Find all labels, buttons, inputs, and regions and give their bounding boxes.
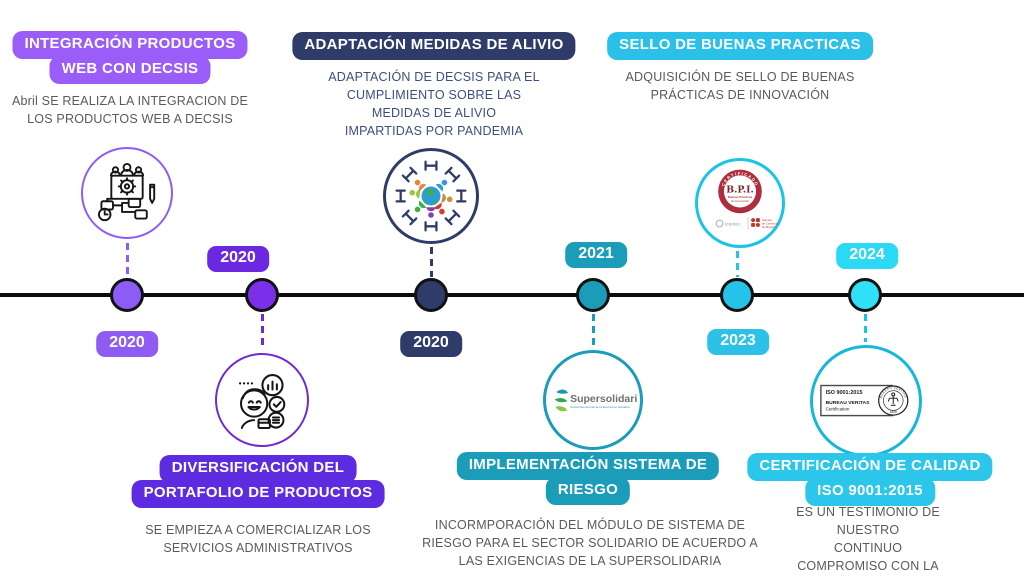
milestone-description-riesgo: INCORMPORACIÓN DEL MÓDULO DE SISTEMA DE … bbox=[422, 518, 758, 569]
year-badge-2020-c: 2020 bbox=[400, 331, 462, 357]
timeline-dot-2024 bbox=[848, 278, 882, 312]
milestone-icon-circle: ISO 9001:2015 BUREAU VERITAS Certificati… bbox=[810, 345, 922, 457]
connector-dashed bbox=[430, 247, 433, 277]
year-badge-2023: 2023 bbox=[707, 329, 769, 355]
bpi-subtitle2: de Innovación bbox=[731, 199, 750, 203]
milestone-title-line: INTEGRACIÓN PRODUCTOS bbox=[12, 31, 248, 59]
connector-dashed bbox=[736, 251, 739, 277]
ccb-label-1: Cámara bbox=[762, 218, 773, 222]
milestone-icon-circle: CERTIFICADO B.P.I. Buenas Prácticas de I… bbox=[695, 158, 785, 248]
milestone-title-line: WEB CON DECSIS bbox=[49, 56, 211, 84]
milestone-title-line: CERTIFICACIÓN DE CALIDAD bbox=[747, 453, 993, 481]
ccb-label-3: de Bogotá bbox=[762, 225, 775, 229]
ccb-label-2: de Comercio bbox=[762, 221, 779, 225]
iso-line2: BUREAU VERITAS bbox=[826, 400, 870, 406]
milestone-title-line: DIVERSIFICACIÓN DEL bbox=[159, 455, 357, 483]
timeline-dot-2020-b bbox=[245, 278, 279, 312]
timeline-dot-2020-c bbox=[414, 278, 448, 312]
connector-dashed bbox=[864, 314, 867, 342]
milestone-icon-circle: Supersolidaria Superintendencia de la Ec… bbox=[543, 350, 643, 450]
milestone-title-line: IMPLEMENTACIÓN SISTEMA DE bbox=[456, 452, 720, 480]
milestone-title-iso: CERTIFICACIÓN DE CALIDAD ISO 9001:2015 bbox=[747, 453, 993, 506]
supersolidaria-tagline: Superintendencia de la Economía Solidari… bbox=[570, 405, 630, 409]
timeline-dot-2023 bbox=[720, 278, 754, 312]
supersolidaria-name: Supersolidaria bbox=[570, 393, 637, 405]
timeline-dot-2020-a bbox=[110, 278, 144, 312]
connector-dashed bbox=[261, 314, 264, 350]
bpi-seal-logo: CERTIFICADO B.P.I. Buenas Prácticas de I… bbox=[715, 169, 779, 230]
iso-line1: ISO 9001:2015 bbox=[826, 390, 863, 396]
milestone-description-diversificacion: SE EMPIEZA A COMERCIALIZAR LOS SERVICIOS… bbox=[145, 523, 371, 556]
ccb-mark bbox=[751, 218, 760, 227]
milestone-description-integracion: Abril SE REALIZA LA INTEGRACION DE LOS P… bbox=[11, 94, 249, 127]
iso-seal-year: 1828 bbox=[890, 410, 897, 414]
timeline-axis bbox=[0, 293, 1024, 297]
icontec-label: icontec bbox=[725, 221, 741, 227]
milestone-title-sello: SELLO DE BUENAS PRACTICAS bbox=[607, 32, 873, 60]
milestone-description-sello: ADQUISICIÓN DE SELLO DE BUENAS PRÁCTICAS… bbox=[625, 70, 855, 103]
bpi-subtitle1: Buenas Prácticas bbox=[728, 195, 753, 199]
iso-line3: Certification bbox=[826, 407, 850, 412]
year-badge-2024: 2024 bbox=[836, 243, 898, 269]
milestone-title-riesgo: IMPLEMENTACIÓN SISTEMA DE RIESGO bbox=[456, 452, 720, 505]
globe bbox=[421, 186, 441, 206]
milestone-title-line: ADAPTACIÓN MEDIDAS DE ALIVIO bbox=[292, 32, 576, 60]
connector-dashed bbox=[126, 243, 129, 277]
bureau-veritas-figure bbox=[887, 392, 899, 407]
year-badge-2020-a: 2020 bbox=[96, 331, 158, 357]
year-badge-2020-b: 2020 bbox=[207, 246, 269, 272]
milestone-icon-circle bbox=[81, 147, 173, 239]
milestone-title-line: SELLO DE BUENAS PRACTICAS bbox=[607, 32, 873, 60]
icontec-mark bbox=[715, 219, 724, 228]
global-community-icon bbox=[395, 160, 467, 232]
year-badge-2021: 2021 bbox=[565, 242, 627, 268]
timeline-dot-2021 bbox=[576, 278, 610, 312]
connector-dashed bbox=[592, 314, 595, 350]
milestone-title-line: ISO 9001:2015 bbox=[805, 478, 935, 506]
customer-service-icon bbox=[238, 374, 286, 430]
milestone-icon-circle bbox=[383, 148, 479, 244]
supersolidaria-logo: Supersolidaria Superintendencia de la Ec… bbox=[554, 389, 637, 411]
milestone-title-line: RIESGO bbox=[545, 477, 631, 505]
milestone-description-adaptacion: ADAPTACIÓN DE DECSIS PARA EL CUMPLIMIENT… bbox=[328, 70, 540, 139]
milestone-description-iso: ES UN TESTIMONIO DE NUESTRO CONTINUO COM… bbox=[796, 505, 940, 574]
milestone-title-adaptacion: ADAPTACIÓN MEDIDAS DE ALIVIO bbox=[292, 32, 576, 60]
bpi-abbr: B.P.I. bbox=[726, 184, 754, 195]
milestone-title-integracion: INTEGRACIÓN PRODUCTOS WEB CON DECSIS bbox=[12, 31, 248, 84]
supersolidaria-mark bbox=[554, 389, 569, 411]
milestone-title-line: PORTAFOLIO DE PRODUCTOS bbox=[131, 480, 385, 508]
milestone-icon-circle bbox=[215, 353, 309, 447]
milestone-title-diversificacion: DIVERSIFICACIÓN DEL PORTAFOLIO DE PRODUC… bbox=[131, 455, 385, 508]
iso-bureau-veritas-logo: ISO 9001:2015 BUREAU VERITAS Certificati… bbox=[820, 385, 909, 417]
workflow-planning-icon bbox=[98, 163, 156, 222]
community-people bbox=[409, 179, 453, 218]
